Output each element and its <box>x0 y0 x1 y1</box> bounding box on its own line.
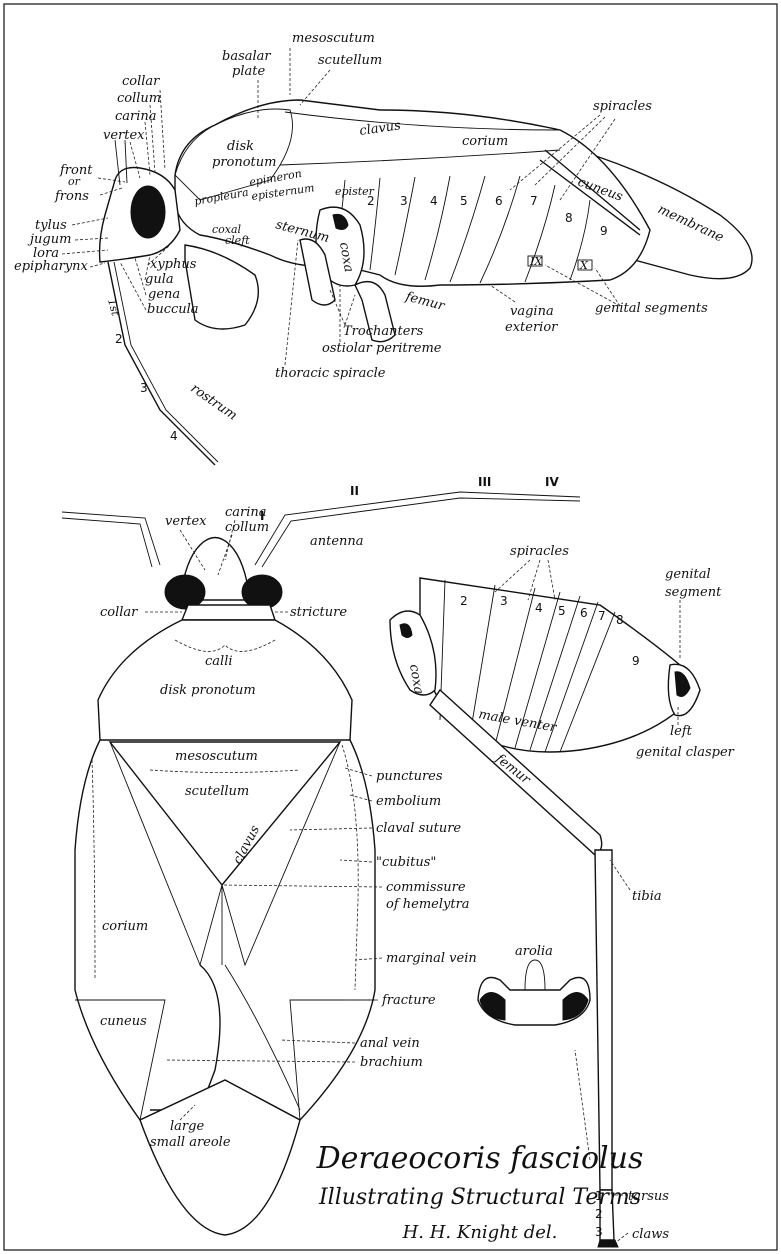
dorsal-label-small-areole: small areole <box>150 1135 231 1150</box>
dorsal-eye-right <box>242 575 282 609</box>
side-label-exterior: exterior <box>505 320 558 335</box>
side-rostrum-1st: 1st <box>105 297 122 317</box>
side-rostrum-4: 4 <box>170 429 178 443</box>
side-label-episternum2: epister <box>335 185 375 198</box>
abdomen-label-tibia: tibia <box>632 889 662 904</box>
abdomen-label-genital-clasper: genital clasper <box>636 745 735 760</box>
dorsal-label-anal-vein: anal vein <box>360 1036 420 1051</box>
side-label-plate: plate <box>232 64 265 79</box>
dorsal-label-disk-pronotum: disk pronotum <box>160 683 256 698</box>
side-seg-7: 7 <box>530 194 538 208</box>
dorsal-antenna-seg-iv: IV <box>545 475 559 489</box>
side-label-tylus: tylus <box>35 218 67 233</box>
side-label-jugum: jugum <box>27 232 71 247</box>
side-view: IX X 2 3 4 5 6 7 8 9 2 3 4 1st mesoscutu… <box>14 31 752 465</box>
side-label-epipharynx: epipharynx <box>14 259 89 274</box>
abdomen-label-arolia: arolia <box>515 944 553 959</box>
side-seg-6: 6 <box>495 194 503 208</box>
side-label-seg-x: X <box>579 259 589 272</box>
abdomen-label-genital: genital <box>665 567 711 582</box>
side-label-ostiolar: ostiolar peritreme <box>322 341 442 356</box>
dorsal-label-stricture: stricture <box>290 605 347 620</box>
dorsal-label-claval-suture: claval suture <box>376 821 461 836</box>
abdomen-seg-6: 6 <box>580 606 588 620</box>
side-label-gena: gena <box>148 287 180 302</box>
side-label-spiracles: spiracles <box>593 99 652 114</box>
side-label-scutellum: scutellum <box>318 53 382 68</box>
abdomen-seg-8: 8 <box>616 613 624 627</box>
abdomen-seg-3: 3 <box>500 594 508 608</box>
side-label-vagina: vagina <box>510 304 554 319</box>
side-label-buccula: buccula <box>147 302 199 317</box>
dorsal-antenna-left <box>62 512 160 565</box>
side-label-xyphus: xyphus <box>150 257 197 272</box>
side-label-gula: gula <box>145 272 174 287</box>
dorsal-label-fracture: fracture <box>381 993 436 1008</box>
abdomen-label-segment: segment <box>665 585 722 600</box>
dorsal-label-punctures: punctures <box>376 769 443 784</box>
caption-credit: H. H. Knight del. <box>402 1222 558 1243</box>
side-label-or: or <box>68 175 81 188</box>
dorsal-label-of-hemelytra: of hemelytra <box>386 897 470 912</box>
dorsal-label-cuneus: cuneus <box>100 1014 147 1029</box>
side-seg-9: 9 <box>600 224 608 238</box>
dorsal-eye-left <box>165 575 205 609</box>
dorsal-label-scutellum: scutellum <box>185 784 249 799</box>
abdomen-label-left: left <box>670 724 693 739</box>
dorsal-collar <box>182 605 275 620</box>
dorsal-label-collar: collar <box>100 605 138 620</box>
side-label-collum: collum <box>117 91 161 106</box>
side-label-pronotum: pronotum <box>212 155 277 170</box>
side-label-basalar: basalar <box>222 49 271 64</box>
abdomen-tibia <box>595 850 612 1190</box>
side-label-rostrum: rostrum <box>188 381 240 424</box>
abdomen-seg-5: 5 <box>558 604 566 618</box>
side-label-frons: frons <box>54 189 89 204</box>
dorsal-label-brachium: brachium <box>360 1055 423 1070</box>
side-label-collar: collar <box>122 74 160 89</box>
abdomen-label-spiracles: spiracles <box>510 544 569 559</box>
side-rostrum-2: 2 <box>115 332 123 346</box>
abdomen-seg-4: 4 <box>535 601 543 615</box>
side-label-vertex: vertex <box>103 128 145 143</box>
side-seg-8: 8 <box>565 211 573 225</box>
caption-subtitle: Illustrating Structural Terms <box>318 1185 641 1210</box>
dorsal-label-cubitus: "cubitus" <box>376 855 436 870</box>
abdomen-seg-7: 7 <box>598 609 606 623</box>
dorsal-label-mesoscutum: mesoscutum <box>175 749 258 764</box>
dorsal-label-vertex: vertex <box>165 514 207 529</box>
side-seg-5: 5 <box>460 194 468 208</box>
tarsus-seg-3: 3 <box>595 1225 603 1239</box>
dorsal-antenna-seg-i: I <box>260 509 264 523</box>
dorsal-label-antenna: antenna <box>310 534 364 549</box>
abdomen-label-claws: claws <box>632 1227 669 1242</box>
dorsal-antenna-seg-iii: III <box>478 475 491 489</box>
dorsal-label-corium: corium <box>102 919 148 934</box>
side-rostrum-3: 3 <box>140 381 148 395</box>
side-label-trochanters: Trochanters <box>343 324 424 339</box>
dorsal-antenna-seg-ii: II <box>350 484 359 498</box>
dorsal-label-commissure: commissure <box>386 880 466 895</box>
dorsal-label-embolium: embolium <box>376 794 441 809</box>
side-label-femur: femur <box>403 289 447 314</box>
abdomen-seg-2: 2 <box>460 594 468 608</box>
caption-title: Deraeocoris fasciolus <box>316 1141 644 1176</box>
side-seg-3: 3 <box>400 194 408 208</box>
side-label-corium: corium <box>462 134 508 149</box>
dorsal-view: carina collum vertex antenna I II III IV… <box>62 475 580 1235</box>
abdomen-seg-9: 9 <box>632 654 640 668</box>
side-label-cleft: cleft <box>225 234 250 247</box>
side-label-thoracic-spiracle: thoracic spiracle <box>275 366 386 381</box>
dorsal-label-calli: calli <box>205 654 233 669</box>
side-label-mesoscutum: mesoscutum <box>292 31 375 46</box>
abdomen-claws <box>598 1240 618 1247</box>
dorsal-label-large: large <box>170 1119 204 1134</box>
side-label-disk: disk <box>227 139 254 154</box>
side-label-genital-segments: genital segments <box>595 301 708 316</box>
side-seg-4: 4 <box>430 194 438 208</box>
side-label-seg-ix: IX <box>529 255 543 268</box>
dorsal-label-marginal-vein: marginal vein <box>386 951 477 966</box>
side-eye <box>131 186 165 238</box>
